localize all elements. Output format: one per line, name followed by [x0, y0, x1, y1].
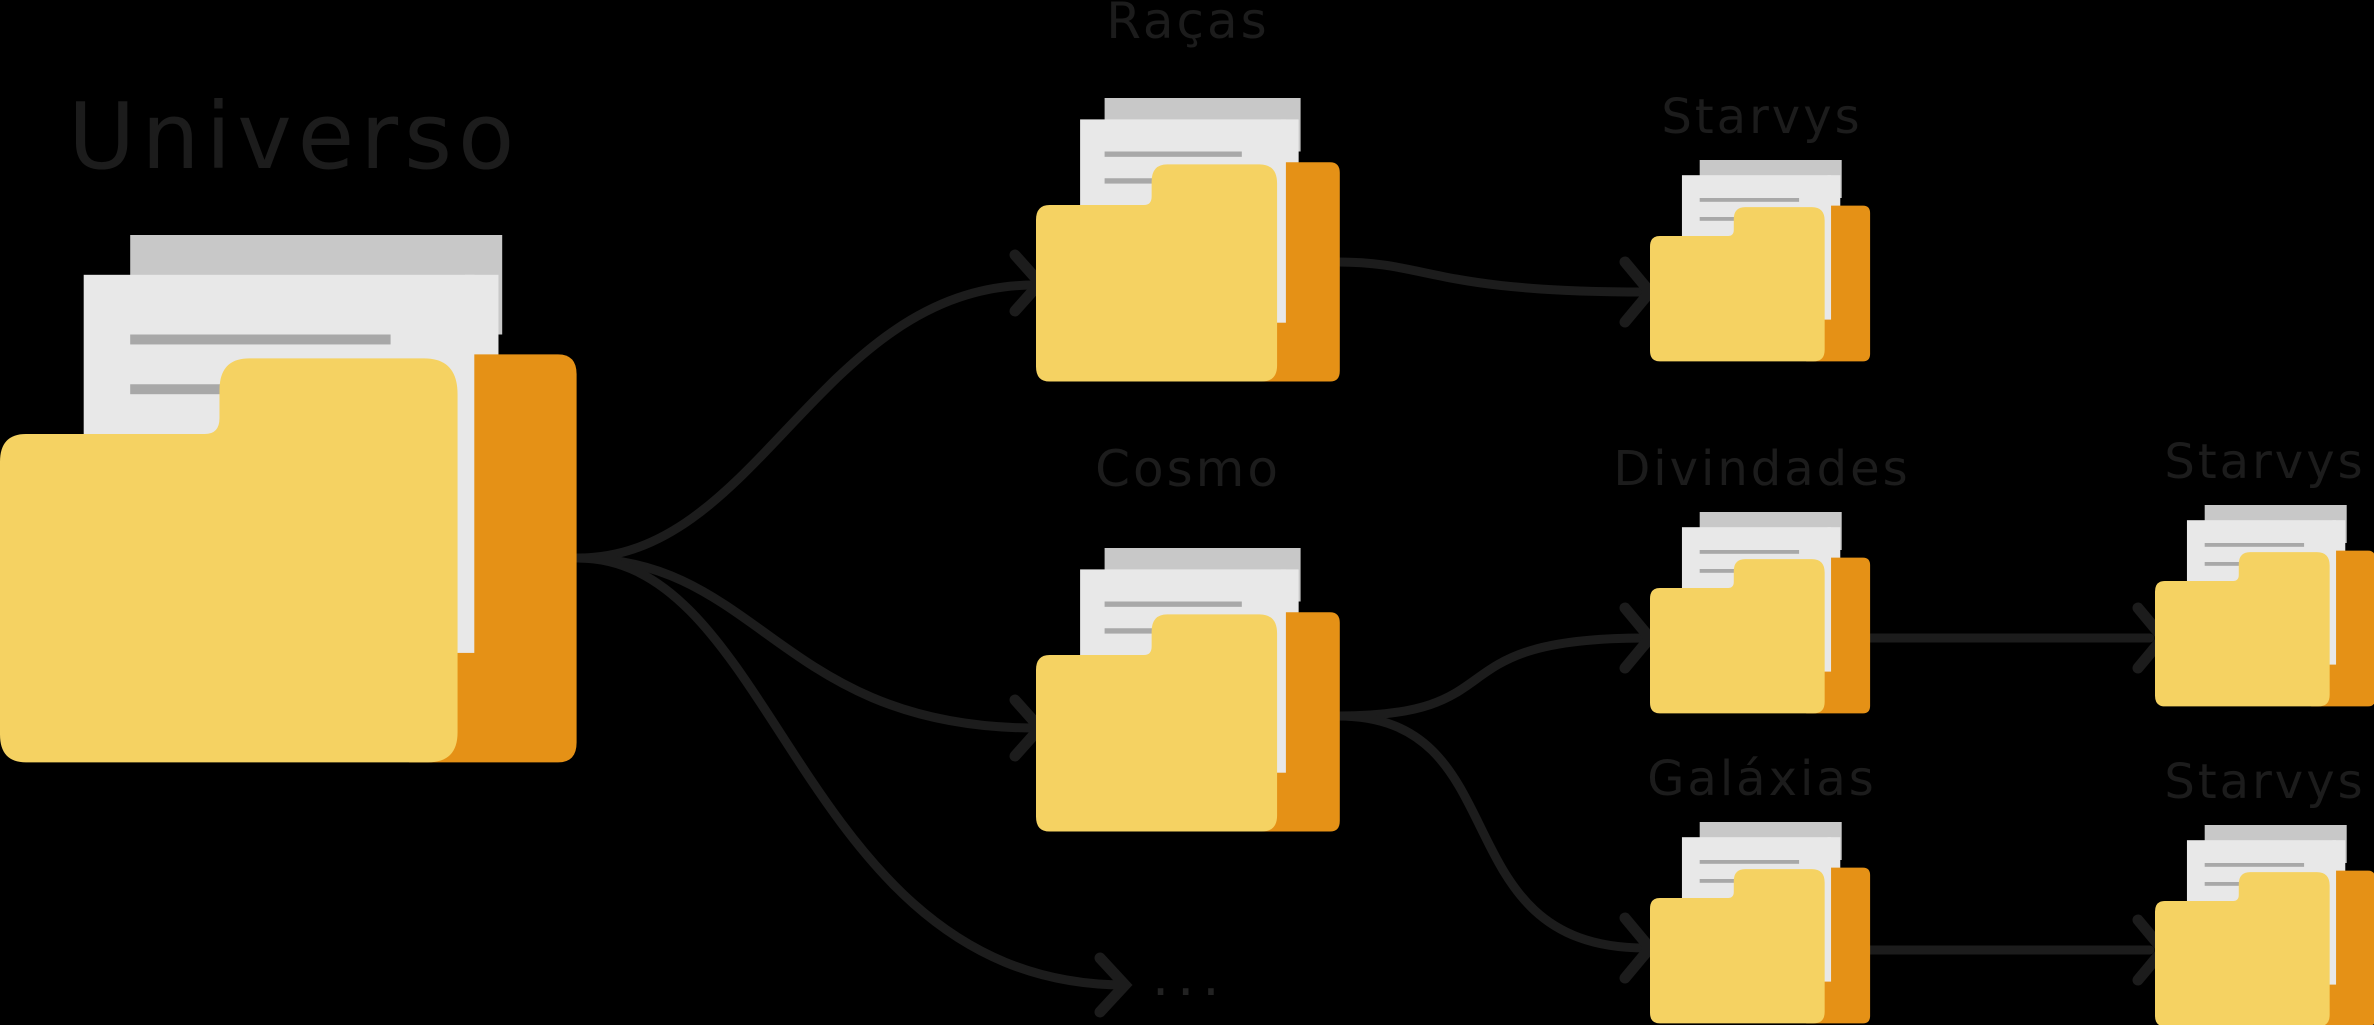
label-starvys-3: Starvys: [2164, 754, 2365, 810]
connectors: [573, 249, 2171, 1018]
edge-universo-cosmo: [573, 553, 1040, 733]
label-cosmo: Cosmo: [1095, 440, 1281, 498]
folder-galaxias: [1650, 822, 1871, 1024]
label-starvys-1: Starvys: [1661, 89, 1862, 145]
folder-icon: [2155, 505, 2374, 707]
edge-universo-racas: [573, 280, 1040, 563]
arrowhead-more: [1094, 952, 1133, 1018]
folder-starvys-2: [2155, 505, 2374, 707]
folder-icon: [1650, 160, 1871, 362]
more-indicator: ...: [1152, 945, 1228, 1008]
folder-cosmo: [1036, 548, 1340, 832]
folder-icon: [1650, 512, 1871, 714]
folder-icon: [1650, 822, 1871, 1024]
edge-racas-starvys-1: [1333, 257, 1650, 297]
folder-divindades: [1650, 512, 1871, 714]
label-universo: Universo: [68, 83, 520, 190]
folder-icon: [0, 235, 577, 763]
label-galaxias: Galáxias: [1647, 751, 1877, 807]
folder-icon: [1036, 548, 1340, 832]
folder-racas: [1036, 98, 1340, 382]
label-racas: Raças: [1106, 0, 1269, 50]
folder-starvys-1: [1650, 160, 1871, 362]
label-divindades: Divindades: [1613, 441, 1910, 497]
edge-cosmo-divindades: [1333, 633, 1650, 721]
folder-universo: [0, 235, 577, 763]
edge-cosmo-galaxias: [1333, 711, 1650, 953]
folder-icon: [1036, 98, 1340, 382]
folder-icon: [2155, 825, 2374, 1025]
folder-starvys-3: [2155, 825, 2374, 1025]
label-starvys-2: Starvys: [2164, 434, 2365, 490]
edge-universo-more: [573, 553, 1130, 990]
